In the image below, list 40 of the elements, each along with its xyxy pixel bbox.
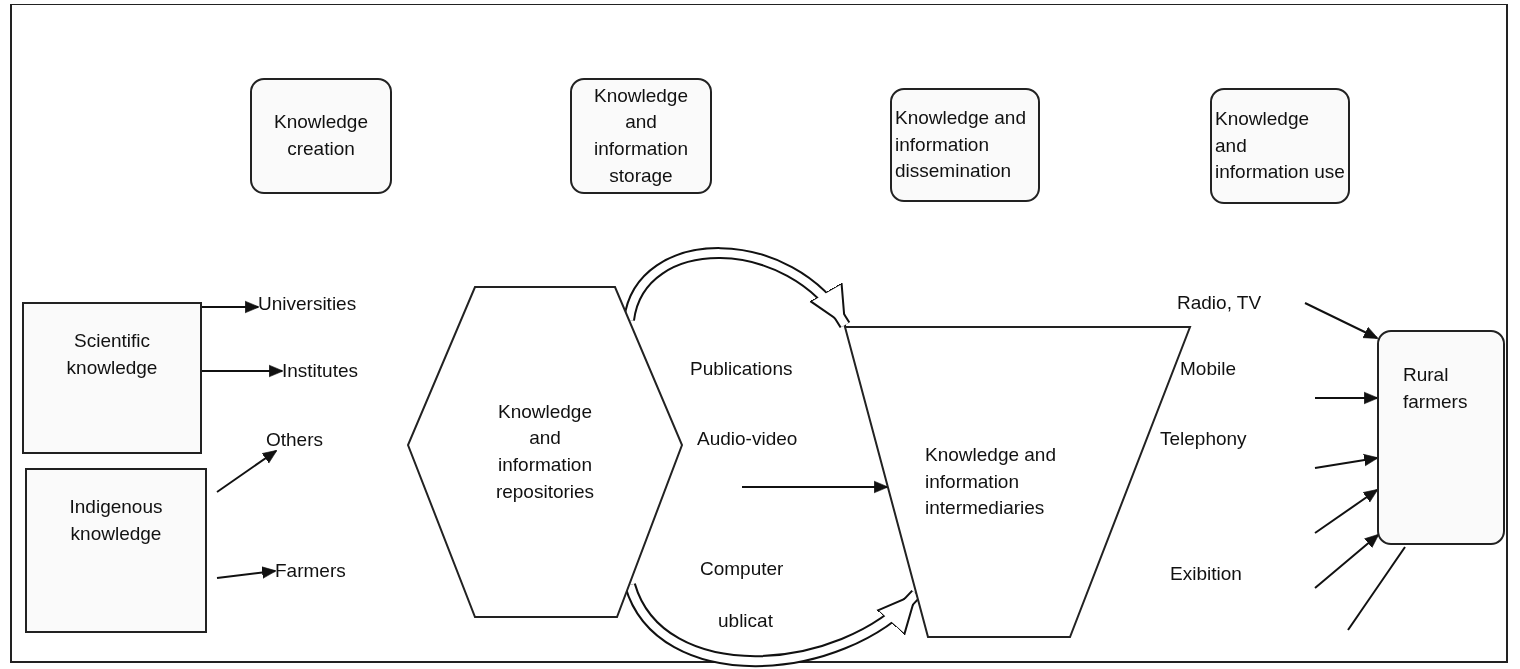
node-text: Scientific knowledge xyxy=(65,329,159,380)
stage-box xyxy=(1210,88,1350,204)
medium-label: Exibition xyxy=(1170,563,1242,586)
arrow xyxy=(201,364,284,378)
knowledge-box xyxy=(25,468,207,633)
stage-box xyxy=(890,88,1040,202)
source-label: Universities xyxy=(258,291,398,317)
medium-label: Computer xyxy=(700,558,784,581)
arrow xyxy=(216,566,277,579)
source-label: Institutes xyxy=(282,358,394,384)
farmers-box xyxy=(1377,330,1505,545)
node-text: Knowledge and information repositories xyxy=(494,399,596,504)
line xyxy=(1347,546,1406,631)
node-text: Indigenous knowledge xyxy=(68,495,164,546)
medium-label: Audio-video xyxy=(697,428,798,451)
arrow xyxy=(216,450,278,493)
medium-label: Publications xyxy=(690,358,793,381)
arrow xyxy=(1314,533,1380,589)
medium-label: Mobile xyxy=(1180,358,1236,381)
node-text: Rural farmers xyxy=(1403,363,1469,414)
knowledge-box xyxy=(22,302,202,454)
node-text: Knowledge and information use xyxy=(1215,107,1345,185)
arrow xyxy=(1314,454,1379,469)
stage-box xyxy=(570,78,712,194)
arrow xyxy=(741,480,889,494)
source-label: Farmers xyxy=(275,558,375,584)
curved-block-arrow xyxy=(623,247,850,329)
arrow xyxy=(1314,489,1379,534)
arrow xyxy=(1304,302,1379,339)
arrow xyxy=(1314,391,1379,405)
arrow xyxy=(201,300,260,314)
medium-label: Radio, TV xyxy=(1177,292,1262,315)
stage-box xyxy=(250,78,392,194)
medium-label: ublicat xyxy=(718,610,773,629)
node-text: Knowledge and information intermediaries xyxy=(925,443,1057,521)
node-text: Knowledge creation xyxy=(273,110,369,161)
node-text: Knowledge and information storage xyxy=(593,83,689,188)
node-text: Knowledge and information dissemination xyxy=(895,106,1027,184)
source-label: Others xyxy=(266,427,352,453)
medium-label: Telephony xyxy=(1160,428,1247,451)
